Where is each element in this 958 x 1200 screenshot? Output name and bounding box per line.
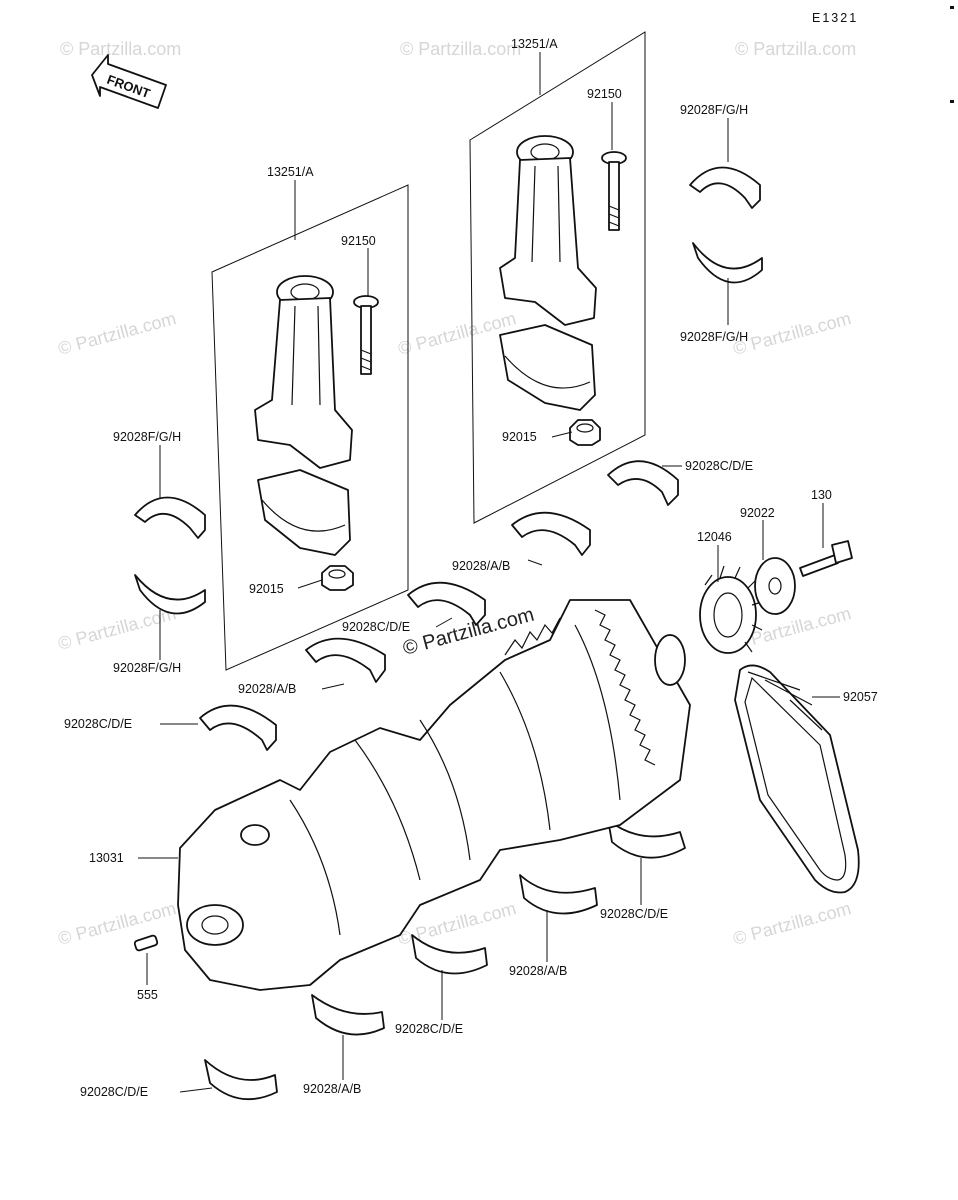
- bearing-shell: [411, 934, 488, 975]
- bearing-shell: [199, 704, 277, 751]
- label-rod-left: 13251/A: [267, 165, 314, 179]
- washer: [754, 557, 796, 615]
- bearing-shell: [134, 574, 206, 615]
- label-nut-right: 92015: [502, 430, 537, 444]
- watermark: © Partzilla.com: [731, 898, 853, 949]
- label-bearing-ab: 92028/A/B: [509, 964, 567, 978]
- bearing-shell: [204, 1059, 278, 1101]
- rod-bolt-right: [601, 151, 627, 231]
- label-rod-right: 13251/A: [511, 37, 558, 51]
- sprocket: [699, 565, 763, 654]
- label-bearing-cde: 92028C/D/E: [80, 1085, 148, 1099]
- cam-chain: [734, 664, 860, 894]
- label-washer: 92022: [740, 506, 775, 520]
- bearing-shell: [519, 874, 598, 915]
- bearing-shell: [305, 637, 386, 683]
- label-bearing-ab: 92028/A/B: [238, 682, 296, 696]
- rod-box-right: [469, 31, 646, 524]
- label-bearing-ab: 92028/A/B: [452, 559, 510, 573]
- bearing-shell: [692, 242, 763, 284]
- label-bearing-cde: 92028C/D/E: [342, 620, 410, 634]
- label-bearing-fgh: 92028F/G/H: [113, 661, 181, 675]
- bearing-shell: [607, 819, 686, 859]
- margin-mark: [950, 100, 954, 103]
- part-labels: 13251/A 92150 92015 13251/A 92150 92015 …: [64, 37, 878, 1099]
- label-bolt-left: 92150: [341, 234, 376, 248]
- bearing-shell: [311, 994, 385, 1036]
- connecting-rod-left: [254, 275, 353, 556]
- watermark: © Partzilla.com: [731, 308, 853, 359]
- label-bearing-ab: 92028/A/B: [303, 1082, 361, 1096]
- bearing-shell: [134, 496, 206, 539]
- watermark: © Partzilla.com: [60, 39, 181, 59]
- label-crankshaft: 13031: [89, 851, 124, 865]
- leader-lines: [138, 52, 840, 1093]
- bearing-shell: [407, 581, 486, 626]
- diagram-code: E1321: [812, 11, 858, 25]
- rod-nut-right: [569, 419, 601, 446]
- label-bearing-cde: 92028C/D/E: [600, 907, 668, 921]
- label-bearing-cde: 92028C/D/E: [685, 459, 753, 473]
- rod-bolt-left: [353, 295, 379, 375]
- crankshaft: [177, 599, 691, 991]
- label-bearing-fgh: 92028F/G/H: [680, 103, 748, 117]
- rod-box-left: [211, 184, 409, 671]
- watermark: © Partzilla.com: [56, 898, 178, 949]
- bearing-shell: [607, 460, 679, 506]
- bearing-shells: [134, 166, 763, 1101]
- label-pin: 555: [137, 988, 158, 1002]
- label-bolt: 130: [811, 488, 832, 502]
- label-bearing-fgh: 92028F/G/H: [113, 430, 181, 444]
- rod-nut-left: [321, 565, 354, 591]
- label-nut-left: 92015: [249, 582, 284, 596]
- crank-bolt: [799, 540, 853, 577]
- front-arrow-icon: FRONT: [91, 54, 167, 109]
- label-sprocket: 12046: [697, 530, 732, 544]
- label-bearing-cde: 92028C/D/E: [395, 1022, 463, 1036]
- label-bearing-cde: 92028C/D/E: [64, 717, 132, 731]
- label-bearing-fgh: 92028F/G/H: [680, 330, 748, 344]
- bearing-shell: [689, 166, 761, 209]
- watermark: © Partzilla.com: [396, 308, 518, 359]
- bearing-shell: [511, 511, 591, 556]
- watermark: © Partzilla.com: [400, 39, 521, 59]
- margin-mark: [950, 6, 954, 9]
- label-chain: 92057: [843, 690, 878, 704]
- watermark: © Partzilla.com: [735, 39, 856, 59]
- watermark: © Partzilla.com: [56, 308, 178, 359]
- dowel-pin: [133, 934, 159, 952]
- connecting-rod-right: [499, 135, 597, 411]
- label-bolt-right: 92150: [587, 87, 622, 101]
